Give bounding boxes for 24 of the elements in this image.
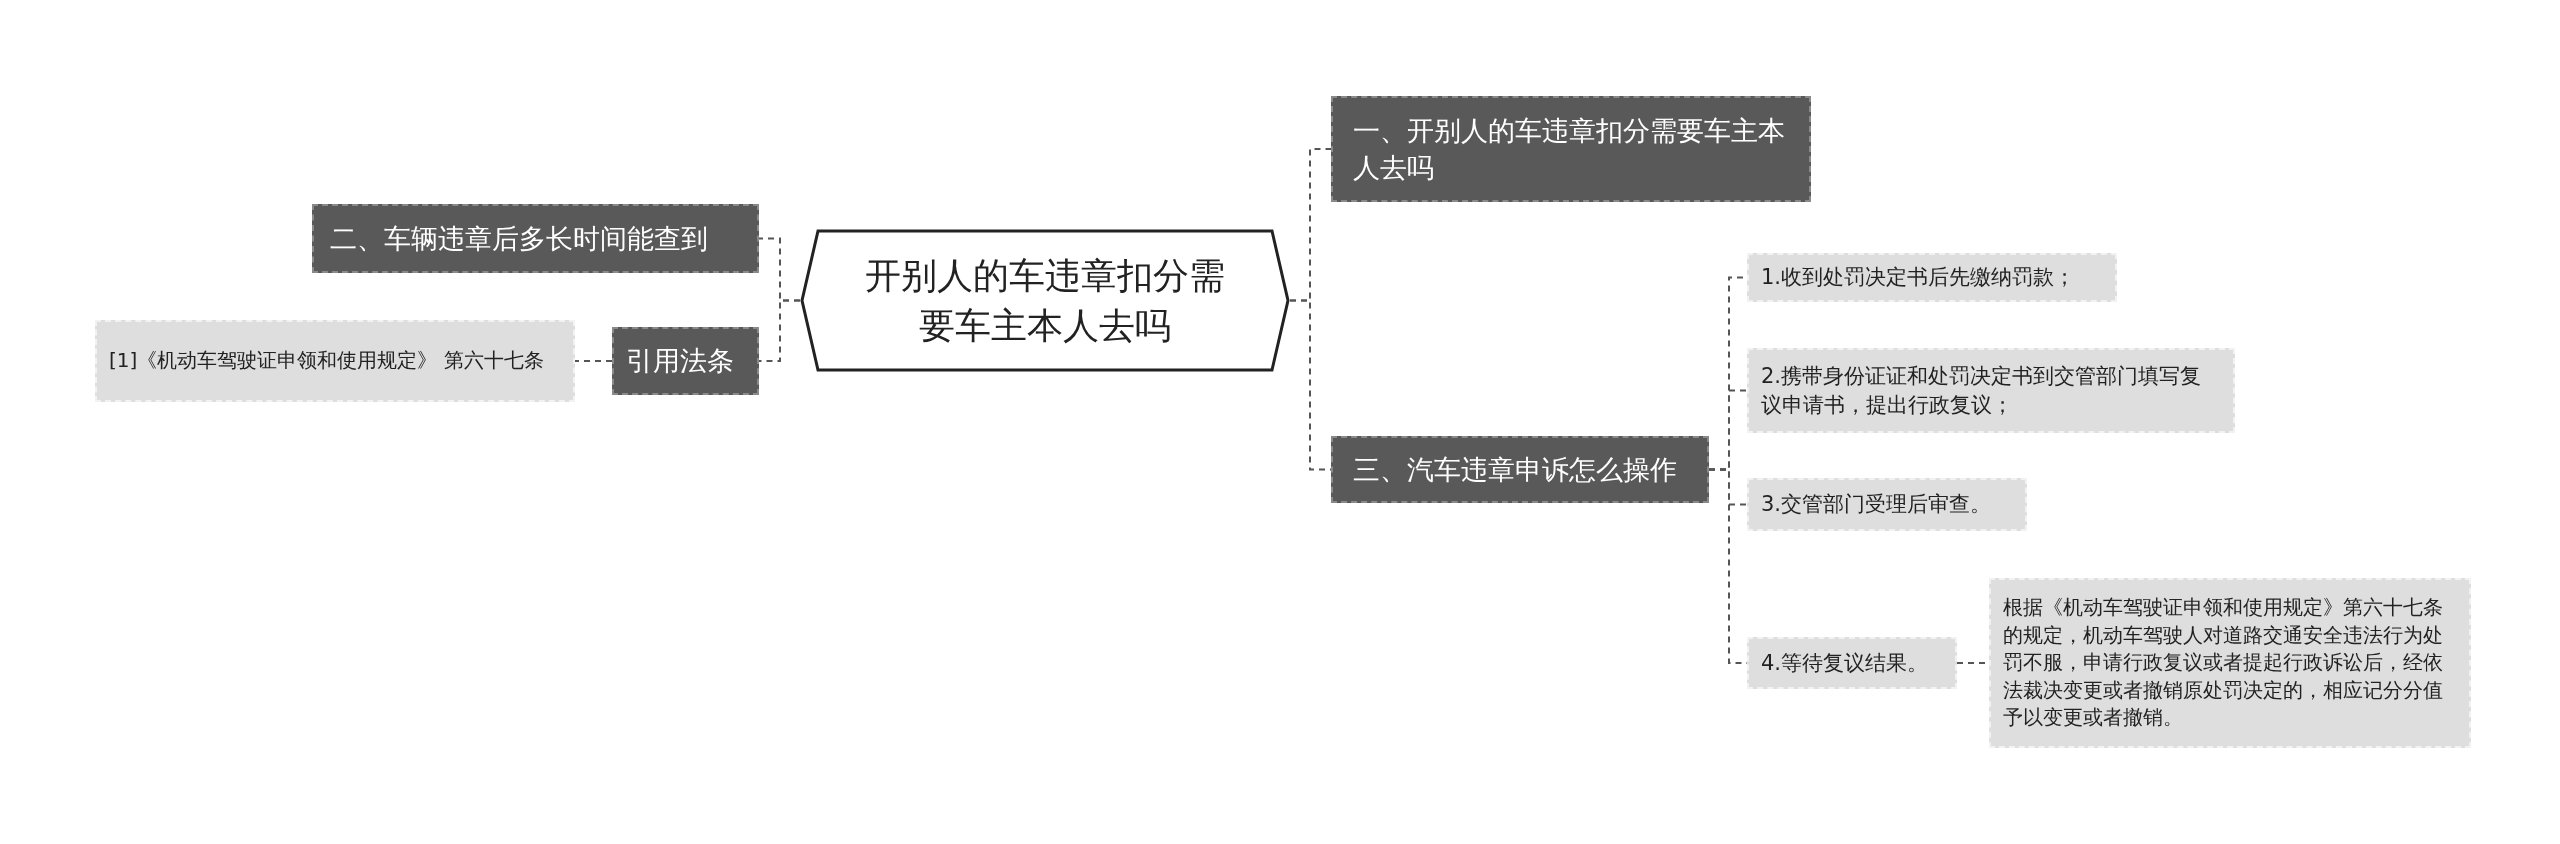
topic-text: 三、汽车违章申诉怎么操作 <box>1353 452 1678 487</box>
topic-text: 一、开别人的车违章扣分需要车主本人去吗 <box>1353 113 1786 185</box>
connector-line <box>574 360 613 362</box>
topic-text: 1.收到处罚决定书后先缴纳罚款； <box>1761 264 2077 292</box>
connector-line <box>758 299 801 362</box>
topic-text: 4.等待复议结果。 <box>1761 649 1930 677</box>
subtopic-box <box>1747 253 2117 302</box>
topic-text: 引用法条 <box>626 344 735 379</box>
topic-text: 二、车辆违章后多长时间能查到 <box>330 221 709 256</box>
subtopic-box <box>95 320 575 402</box>
topic-text: 根据《机动车驾驶证申领和使用规定》第六十七条的规定，机动车驾驶人对道路交通安全违法行为处罚不服，申请行政复议或者提起行政诉讼后，经依法裁决变更或者撤销原处罚决定的，相应记分分值予以变更或者撤销。 <box>2003 594 2444 732</box>
topic-text: [1]《机动车驾驶证申领和使用规定》 第六十七条 <box>109 347 545 375</box>
topic-box <box>312 204 759 273</box>
subtopic-box <box>1747 348 2235 433</box>
subtopic-box <box>1747 637 1957 689</box>
subtopic-box <box>1989 578 2471 748</box>
topic-box <box>1331 96 1811 202</box>
topic-box <box>1331 436 1709 503</box>
topic-text: 3.交管部门受理后审查。 <box>1761 491 1993 519</box>
topic-box <box>612 327 759 395</box>
topic-text: 开别人的车违章扣分需要车主本人去吗 <box>864 254 1226 348</box>
subtopic-box <box>1747 478 2027 531</box>
topic-text: 2.携带身份证证和处罚决定书到交管部门填写复议申请书，提出行政复议； <box>1761 362 2203 419</box>
root-topic <box>800 229 1290 372</box>
